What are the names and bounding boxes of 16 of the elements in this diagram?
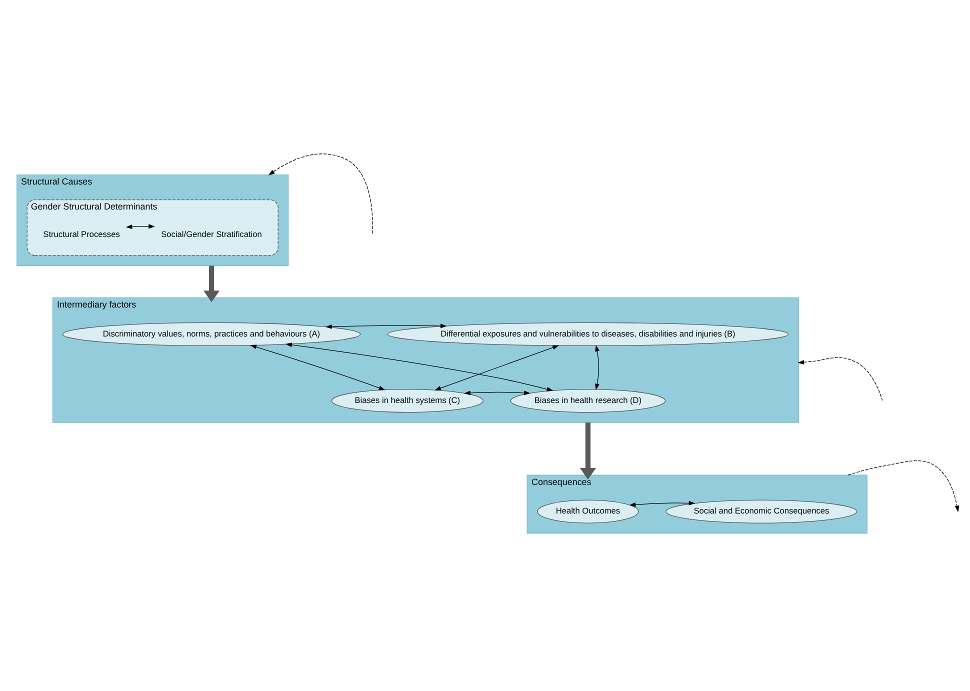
arrow	[285, 342, 554, 391]
arrow	[798, 356, 883, 400]
arrow	[848, 460, 960, 512]
arrow	[629, 500, 696, 506]
arrow	[464, 390, 531, 395]
arrow	[126, 224, 156, 228]
node-text: Social/Gender Stratification	[161, 228, 262, 239]
arrow	[203, 265, 220, 302]
arrow	[325, 323, 447, 328]
node-ellipse: Health Outcomes	[537, 499, 639, 523]
node-text: Structural Processes	[43, 228, 120, 239]
arrow	[250, 344, 386, 390]
arrow	[268, 153, 373, 234]
arrow	[580, 422, 596, 480]
arrow	[595, 344, 600, 390]
arrow	[434, 344, 560, 390]
